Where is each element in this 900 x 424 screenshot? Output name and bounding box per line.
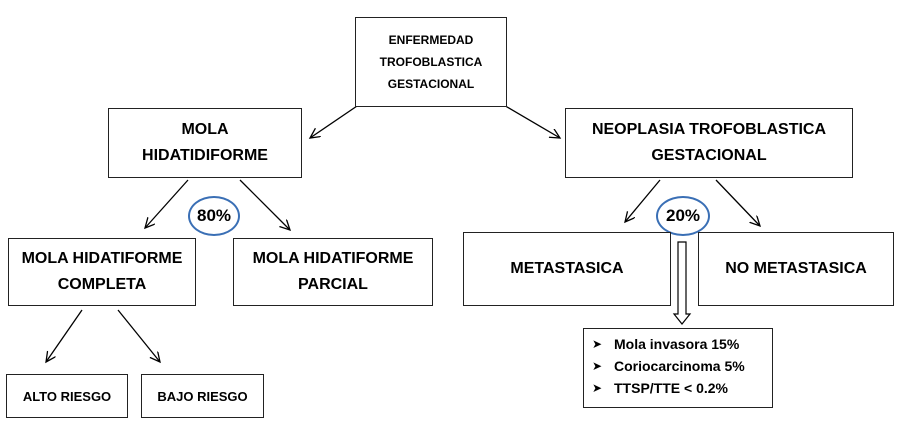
alto-riesgo-label: ALTO RIESGO xyxy=(22,388,112,404)
arrow-root-to-neoplasia xyxy=(501,103,560,138)
arrow-completa-to-bajo xyxy=(117,309,160,362)
root-line3: GESTACIONAL xyxy=(387,77,475,91)
mola-hidatidiforme-node: MOLA HIDATIDIFORME xyxy=(108,108,302,178)
mola-line2: HIDATIDIFORME xyxy=(142,147,268,164)
neoplasia-percent-badge: 20% xyxy=(656,196,710,236)
mola-parcial-node: MOLA HIDATIFORME PARCIAL xyxy=(233,238,433,306)
list-item: ➤ TTSP/TTE < 0.2% xyxy=(592,377,764,399)
root-node: ENFERMEDAD TROFOBLASTICA GESTACIONAL xyxy=(355,17,507,107)
arrow-mola-to-parcial xyxy=(239,179,290,230)
root-line2: TROFOBLASTICA xyxy=(379,55,483,69)
neoplasia-node: NEOPLASIA TROFOBLASTICA GESTACIONAL xyxy=(565,108,853,178)
bajo-riesgo-node: BAJO RIESGO xyxy=(141,374,264,418)
no-metastasica-label: NO METASTASICA xyxy=(725,260,867,277)
list-item-label: TTSP/TTE < 0.2% xyxy=(614,380,728,396)
arrow-bullet-icon: ➤ xyxy=(592,359,603,373)
mola-percent-badge: 80% xyxy=(188,196,240,236)
arrow-mola-to-completa xyxy=(145,179,189,228)
list-item: ➤ Coriocarcinoma 5% xyxy=(592,355,764,377)
arrow-bullet-icon: ➤ xyxy=(592,381,603,395)
metastasica-label: METASTASICA xyxy=(510,260,624,277)
list-item: ➤ Mola invasora 15% xyxy=(592,333,764,355)
parcial-line2: PARCIAL xyxy=(298,276,368,293)
list-item-label: Coriocarcinoma 5% xyxy=(614,358,745,374)
mola-completa-node: MOLA HIDATIFORME COMPLETA xyxy=(8,238,196,306)
arrow-bullet-icon: ➤ xyxy=(592,337,603,351)
mola-line1: MOLA xyxy=(181,121,229,138)
neoplasia-line2: GESTACIONAL xyxy=(651,147,767,164)
no-metastasica-node: NO METASTASICA xyxy=(698,232,894,306)
list-item-label: Mola invasora 15% xyxy=(614,336,740,352)
completa-line2: COMPLETA xyxy=(57,276,147,293)
arrow-completa-to-alto xyxy=(46,309,83,362)
bajo-riesgo-label: BAJO RIESGO xyxy=(157,388,248,404)
alto-riesgo-node: ALTO RIESGO xyxy=(6,374,128,418)
hollow-arrow-to-list xyxy=(672,241,692,325)
parcial-line1: MOLA HIDATIFORME xyxy=(252,250,414,267)
arrow-root-to-mola xyxy=(310,103,361,138)
arrow-neoplasia-to-metastasica xyxy=(625,179,661,222)
neoplasia-line1: NEOPLASIA TROFOBLASTICA xyxy=(591,121,827,138)
completa-line1: MOLA HIDATIFORME xyxy=(21,250,183,267)
arrow-neoplasia-to-no-metastasica xyxy=(715,179,760,226)
root-line1: ENFERMEDAD xyxy=(388,33,474,47)
metastasica-node: METASTASICA xyxy=(463,232,671,306)
metastasica-subtypes-list: ➤ Mola invasora 15% ➤ Coriocarcinoma 5% … xyxy=(583,328,773,408)
